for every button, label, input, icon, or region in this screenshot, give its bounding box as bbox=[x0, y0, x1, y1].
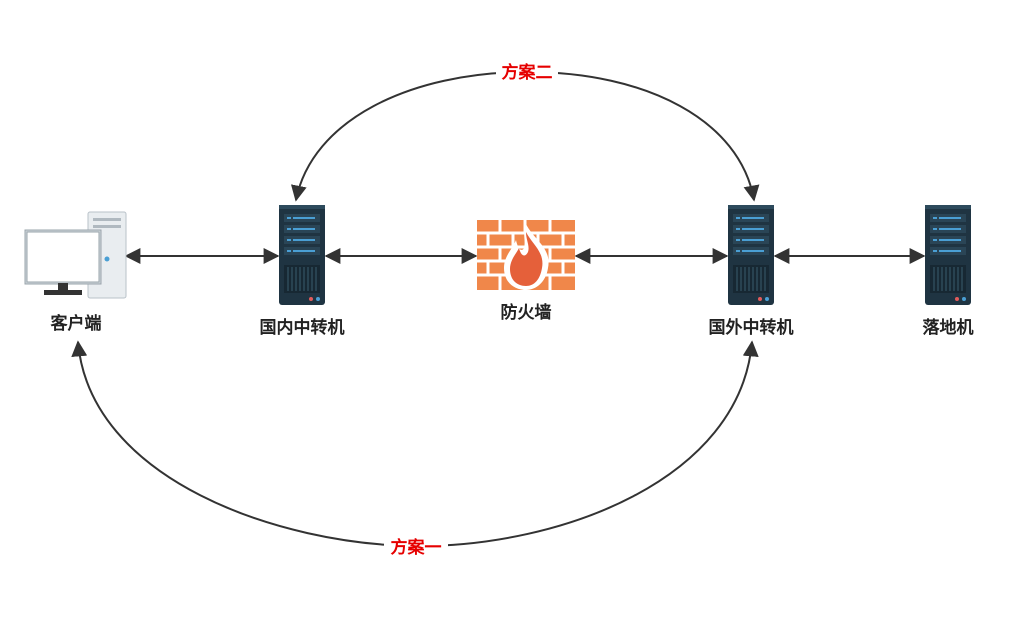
node-label-overseas-relay: 国外中转机 bbox=[709, 317, 794, 338]
server-rack-icon bbox=[279, 205, 325, 305]
server-rack-icon bbox=[925, 205, 971, 305]
route-plan-two-arc bbox=[290, 70, 760, 202]
node-label-domestic-relay: 国内中转机 bbox=[260, 317, 345, 338]
firewall-icon bbox=[477, 220, 575, 290]
route-plan-one-label: 方案一 bbox=[391, 537, 442, 558]
node-label-client: 客户端 bbox=[50, 313, 102, 334]
server-rack-icon bbox=[728, 205, 774, 305]
node-label-firewall: 防火墙 bbox=[501, 302, 552, 323]
route-plan-two-label: 方案二 bbox=[502, 62, 553, 83]
route-plan-one-arc bbox=[71, 340, 759, 548]
desktop-computer-icon bbox=[24, 211, 127, 299]
node-label-landing: 落地机 bbox=[923, 317, 974, 338]
